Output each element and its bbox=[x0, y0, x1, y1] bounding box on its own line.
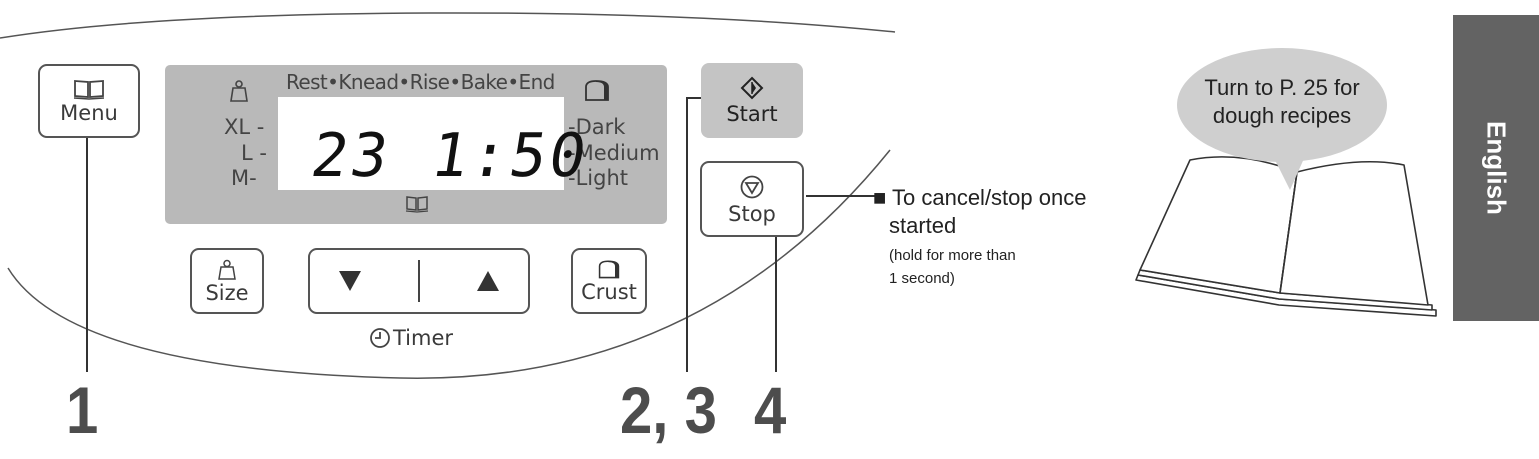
bread-icon bbox=[585, 80, 609, 101]
step-1-callout: 1 bbox=[66, 373, 99, 447]
start-button[interactable]: Start bbox=[701, 63, 803, 138]
timer-label-group: Timer bbox=[369, 326, 453, 350]
crust-button[interactable]: Crust bbox=[571, 248, 647, 314]
time-display: 1:50 bbox=[426, 121, 595, 191]
size-button[interactable]: Size bbox=[190, 248, 264, 314]
step-2-3-callout: 2, 3 bbox=[620, 373, 717, 447]
language-tab: English bbox=[1453, 15, 1539, 321]
size-xl-label: XL - bbox=[224, 115, 265, 139]
start-label: Start bbox=[726, 102, 778, 126]
crust-medium-label: -Medium bbox=[568, 141, 660, 165]
stop-note-sub-1: (hold for more than bbox=[889, 247, 1016, 264]
stop-button[interactable]: Stop bbox=[700, 161, 804, 237]
stage-indicators: Rest•Knead•Rise•Bake•End bbox=[286, 70, 555, 94]
bread-icon bbox=[598, 260, 620, 279]
weight-icon bbox=[218, 259, 236, 280]
size-label: Size bbox=[205, 280, 249, 305]
weight-icon bbox=[230, 80, 248, 102]
timer-adjust-button[interactable] bbox=[308, 248, 530, 314]
clock-icon bbox=[370, 328, 390, 348]
timer-divider bbox=[417, 260, 420, 302]
crust-dark-label: -Dark bbox=[568, 115, 626, 139]
size-m-label: M- bbox=[231, 166, 257, 190]
recipe-speech-bubble bbox=[1177, 48, 1387, 190]
bubble-line-2: dough recipes bbox=[1212, 102, 1352, 128]
book-icon bbox=[73, 80, 105, 100]
stop-note-main-cont: started bbox=[889, 213, 957, 238]
book-icon bbox=[405, 196, 429, 213]
language-tab-label: English bbox=[1481, 121, 1512, 215]
stop-note-main: ■ To cancel/stop once bbox=[873, 185, 1087, 210]
bubble-text: Turn to P. 25 for dough recipes bbox=[1203, 74, 1361, 129]
crust-label: Crust bbox=[581, 280, 637, 304]
crust-light-label: -Light bbox=[568, 166, 628, 190]
lcd-screen bbox=[278, 97, 564, 190]
menu-label: Menu bbox=[60, 101, 118, 125]
stop-label: Stop bbox=[728, 201, 776, 226]
bubble-line-1: Turn to P. 25 for bbox=[1204, 75, 1360, 100]
stop-note-sub-2: 1 second) bbox=[889, 270, 955, 287]
size-l-label: L - bbox=[241, 141, 267, 165]
step-4-callout: 4 bbox=[754, 373, 787, 447]
timer-label: Timer bbox=[393, 326, 454, 350]
arrow-down-icon[interactable] bbox=[337, 269, 363, 293]
menu-number-display: 23 bbox=[306, 121, 396, 191]
menu-button[interactable]: Menu bbox=[38, 64, 140, 138]
start-diamond-icon bbox=[740, 76, 764, 100]
stop-triangle-icon bbox=[740, 175, 764, 198]
arrow-up-icon[interactable] bbox=[475, 269, 501, 293]
